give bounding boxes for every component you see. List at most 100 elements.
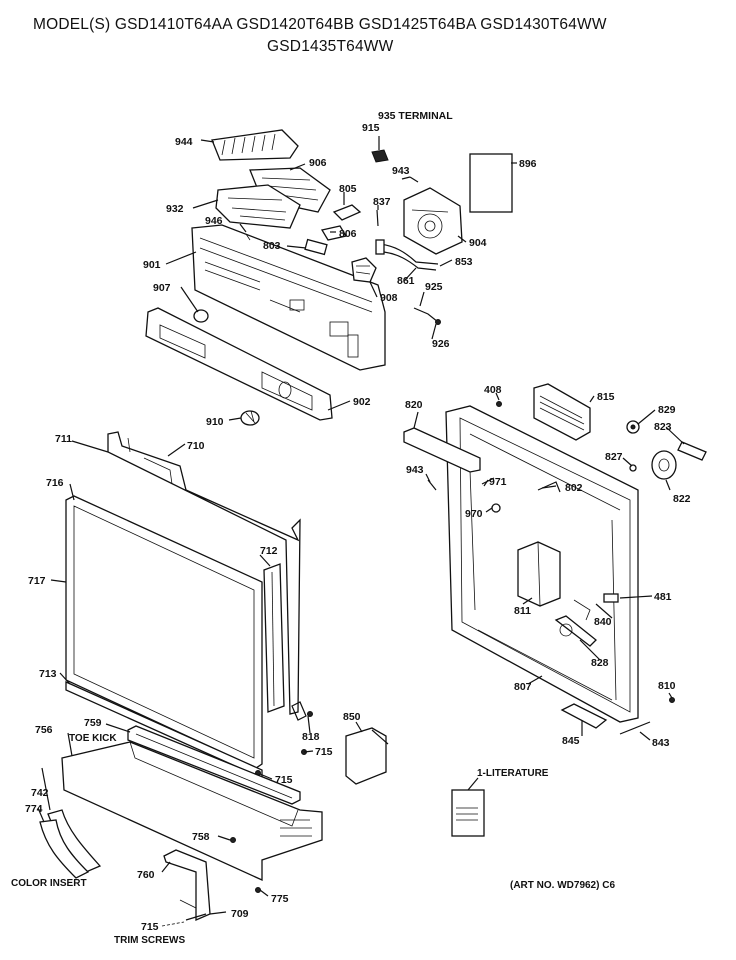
note-literature: 1-LITERATURE bbox=[477, 768, 549, 779]
label-742: 742 bbox=[31, 787, 49, 799]
part-837-wire bbox=[376, 209, 379, 227]
part-944-harness bbox=[211, 129, 299, 161]
label-932: 932 bbox=[166, 203, 184, 215]
label-944: 944 bbox=[175, 136, 193, 148]
label-774: 774 bbox=[25, 803, 43, 815]
part-775-screw bbox=[255, 887, 261, 893]
note-color-insert: COLOR INSERT bbox=[11, 878, 87, 889]
label-481: 481 bbox=[654, 591, 672, 603]
label-711: 711 bbox=[55, 433, 72, 445]
model-list-line-2: GSD1435T64WW bbox=[267, 38, 394, 55]
part-970-bushing bbox=[491, 503, 501, 513]
label-850: 850 bbox=[343, 711, 361, 723]
label-902: 902 bbox=[353, 396, 371, 408]
label-712: 712 bbox=[260, 545, 278, 557]
label-907: 907 bbox=[153, 282, 171, 294]
part-710-inner-panel bbox=[107, 431, 301, 715]
label-837: 837 bbox=[373, 196, 391, 208]
part-827-washer bbox=[629, 464, 637, 472]
label-715-door: 715 bbox=[315, 746, 333, 758]
label-828: 828 bbox=[591, 657, 609, 669]
label-756: 756 bbox=[35, 724, 53, 736]
label-853: 853 bbox=[455, 256, 473, 268]
part-712-side-trim bbox=[263, 563, 285, 713]
label-717: 717 bbox=[28, 575, 46, 587]
part-908-relay bbox=[351, 257, 377, 283]
part-805-bracket bbox=[332, 204, 362, 221]
label-715-strip: 715 bbox=[275, 774, 293, 786]
label-904: 904 bbox=[469, 237, 487, 249]
label-827: 827 bbox=[605, 451, 623, 463]
part-759-toe-kick-insert bbox=[127, 725, 301, 805]
label-946: 946 bbox=[205, 215, 223, 227]
label-840: 840 bbox=[594, 616, 612, 628]
part-943-screw-a bbox=[409, 176, 419, 183]
note-toe-kick: TOE KICK bbox=[69, 733, 117, 744]
part-925-wire bbox=[413, 307, 441, 325]
label-971: 971 bbox=[489, 476, 507, 488]
note-trim-screws: TRIM SCREWS bbox=[114, 935, 185, 946]
leader-lines bbox=[37, 136, 685, 915]
part-829-knob bbox=[626, 420, 640, 434]
part-815-vent bbox=[533, 383, 591, 441]
part-811-dispenser bbox=[517, 541, 561, 607]
trim-screw-dashed-leader bbox=[161, 921, 185, 927]
label-906: 906 bbox=[309, 157, 327, 169]
part-850-bracket bbox=[345, 727, 389, 785]
part-828-actuator bbox=[554, 615, 597, 647]
part-896-card bbox=[469, 153, 513, 213]
part-823-lever bbox=[677, 441, 707, 461]
label-408: 408 bbox=[484, 384, 502, 396]
label-926: 926 bbox=[432, 338, 450, 350]
label-845: 845 bbox=[562, 735, 580, 747]
part-843-gasket-end bbox=[619, 721, 651, 735]
part-806-clip bbox=[320, 225, 348, 241]
label-843: 843 bbox=[652, 737, 670, 749]
label-896: 896 bbox=[519, 158, 537, 170]
label-713: 713 bbox=[39, 668, 57, 680]
part-literature-booklet bbox=[451, 789, 485, 837]
note-art-number: (ART NO. WD7962) C6 bbox=[510, 880, 615, 891]
label-716: 716 bbox=[46, 477, 64, 489]
label-823: 823 bbox=[654, 421, 672, 433]
label-829: 829 bbox=[658, 404, 676, 416]
label-803: 803 bbox=[263, 240, 281, 252]
part-742-color-insert bbox=[39, 809, 102, 879]
label-943-top: 943 bbox=[392, 165, 410, 177]
label-925: 925 bbox=[425, 281, 443, 293]
part-946-clip bbox=[245, 233, 251, 241]
label-901: 901 bbox=[143, 259, 161, 271]
model-list-line-1: MODEL(S) GSD1410T64AA GSD1420T64BB GSD14… bbox=[33, 16, 607, 33]
part-408-screw bbox=[496, 401, 502, 407]
label-820: 820 bbox=[405, 399, 423, 411]
part-910-knob bbox=[240, 410, 260, 426]
label-943-door: 943 bbox=[406, 464, 424, 476]
label-806: 806 bbox=[339, 228, 357, 240]
part-840-spring bbox=[573, 599, 591, 621]
part-756-toe-kick-panel bbox=[61, 741, 323, 882]
label-908: 908 bbox=[380, 292, 398, 304]
label-807: 807 bbox=[514, 681, 532, 693]
part-810-screw bbox=[669, 697, 675, 703]
label-935-terminal: 935 TERMINAL bbox=[378, 110, 453, 122]
label-810: 810 bbox=[658, 680, 676, 692]
part-481-label bbox=[603, 593, 619, 603]
label-805: 805 bbox=[339, 183, 357, 195]
label-709: 709 bbox=[231, 908, 249, 920]
part-822-cam bbox=[651, 450, 677, 480]
part-803-switch bbox=[304, 238, 328, 256]
part-915-terminal bbox=[371, 149, 389, 163]
label-760: 760 bbox=[137, 869, 155, 881]
part-715-trim-screw bbox=[185, 913, 207, 921]
part-853-harness bbox=[375, 239, 439, 271]
label-802: 802 bbox=[565, 482, 583, 494]
label-815: 815 bbox=[597, 391, 615, 403]
label-759: 759 bbox=[84, 717, 102, 729]
label-822: 822 bbox=[673, 493, 691, 505]
label-811: 811 bbox=[514, 605, 531, 617]
label-970: 970 bbox=[465, 508, 483, 520]
part-845-strip bbox=[560, 703, 608, 729]
part-932-switch-assembly bbox=[215, 184, 301, 229]
label-861: 861 bbox=[397, 275, 415, 287]
